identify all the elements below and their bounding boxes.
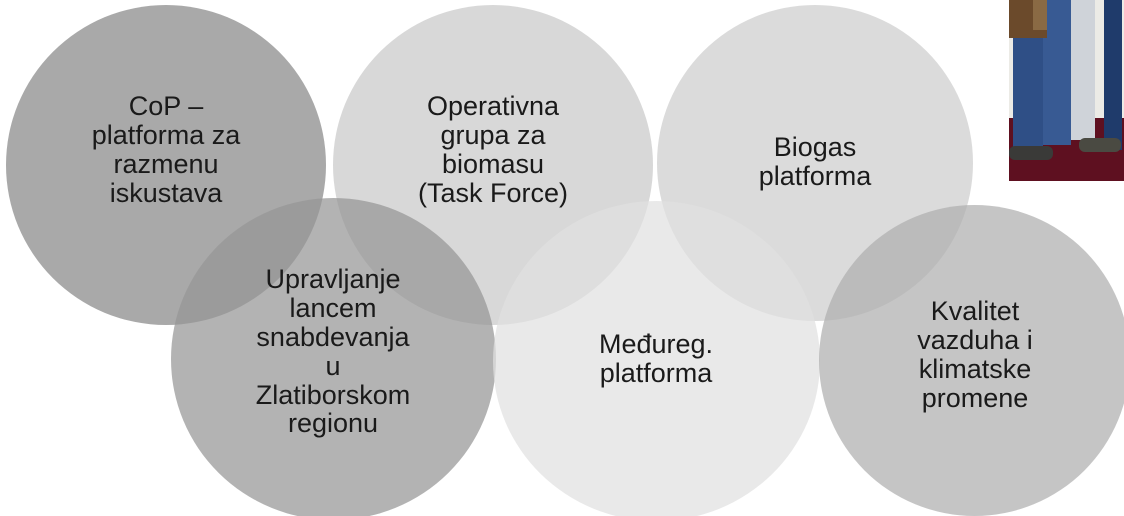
photo-shoe [1079, 138, 1121, 152]
bubble-air-quality [819, 205, 1124, 516]
photo-jacket [1033, 0, 1047, 30]
photo-leg [1043, 0, 1071, 145]
photo-leg [1071, 0, 1095, 140]
photo-shoe [1009, 146, 1053, 160]
bubble-interregional-platform [493, 201, 820, 516]
photo-leg [1013, 20, 1043, 148]
bubble-supply-chain [171, 198, 496, 516]
photo-leg [1104, 0, 1122, 150]
people-photo [1009, 0, 1124, 181]
